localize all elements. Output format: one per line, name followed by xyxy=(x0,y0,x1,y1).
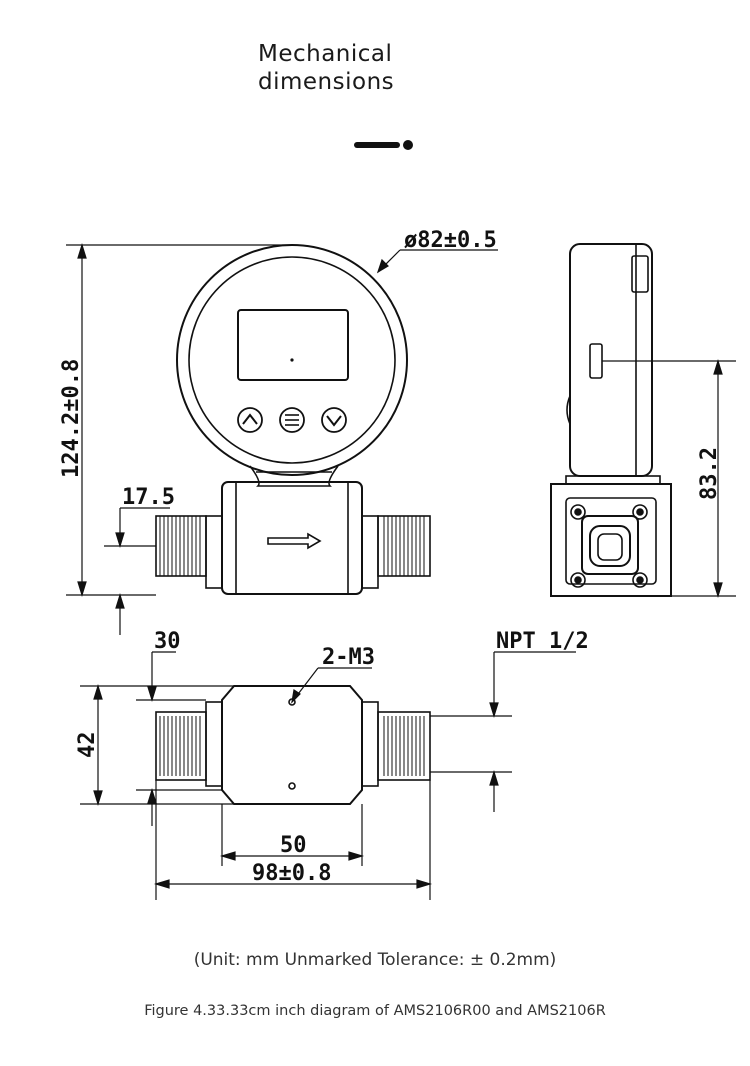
title-accent-bar xyxy=(354,142,400,148)
lcd-display xyxy=(237,309,349,381)
title-accent-dot xyxy=(403,140,413,150)
side-body xyxy=(550,483,672,597)
width-label: 42 xyxy=(75,732,100,759)
side-housing xyxy=(569,243,653,477)
side-connector xyxy=(589,343,603,379)
front-view xyxy=(155,244,431,595)
top-dimension-lines xyxy=(80,651,576,900)
thread-hatching-top xyxy=(159,716,425,776)
top-body xyxy=(221,685,363,805)
gauge-inner-ring xyxy=(188,256,396,464)
height-label: 124.2±0.8 xyxy=(59,359,84,478)
side-dimension-lines xyxy=(602,358,736,599)
front-dimension-lines xyxy=(66,242,498,635)
thread-label: NPT 1/2 xyxy=(496,629,589,654)
page-title: Mechanical dimensions xyxy=(258,41,395,95)
m3-hole xyxy=(288,782,296,790)
side-view xyxy=(550,243,672,597)
overall-length-label: 98±0.8 xyxy=(252,861,331,886)
down-button-icon xyxy=(321,407,347,433)
holes-label: 2-M3 xyxy=(322,645,375,670)
flow-direction-arrow xyxy=(267,532,322,550)
top-view xyxy=(155,685,431,805)
figure-caption: Figure 4.33.33cm inch diagram of AMS2106… xyxy=(144,1003,606,1019)
gauge-neck xyxy=(249,465,339,487)
menu-button-icon xyxy=(279,407,305,433)
top-offset-label: 30 xyxy=(154,629,181,654)
thread-hatching-front xyxy=(159,516,425,576)
diameter-label: ø82±0.5 xyxy=(404,228,497,253)
body-length-label: 50 xyxy=(280,833,307,858)
outlet-port xyxy=(581,515,639,575)
up-button-icon xyxy=(237,407,263,433)
inlet-offset-label: 17.5 xyxy=(122,485,175,510)
bolt-icon xyxy=(570,504,648,588)
side-height-label: 83.2 xyxy=(697,447,722,500)
unit-note: (Unit: mm Unmarked Tolerance: ± 0.2mm) xyxy=(193,950,557,970)
